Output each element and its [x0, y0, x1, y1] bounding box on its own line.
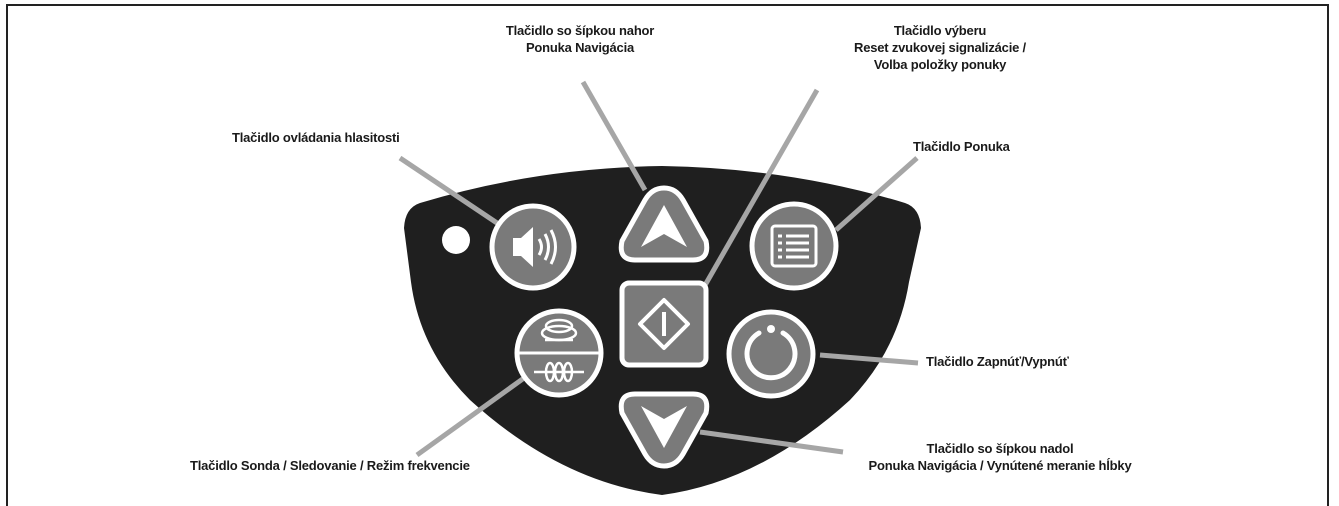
arrow-up-icon [641, 205, 687, 247]
label-menu-button: Tlačidlo Ponuka [913, 138, 1010, 155]
leader-line-menu [834, 156, 919, 232]
power-button[interactable] [726, 309, 816, 399]
label-line: Tlačidlo Sonda / Sledovanie / Režim frek… [190, 458, 470, 473]
power-icon [744, 325, 798, 381]
label-line: Ponuka Navigácia / Vynútené meranie hĺbk… [868, 458, 1132, 473]
label-power-button: Tlačidlo Zapnúť/Vypnúť [926, 353, 1069, 370]
label-volume-button: Tlačidlo ovládania hlasitosti [232, 129, 400, 146]
label-select-button: Tlačidlo výberu Reset zvukovej signalizá… [800, 22, 1080, 73]
sonde-line-mode-icon [534, 318, 584, 383]
label-line: Ponuka Navigácia [525, 40, 635, 55]
leader-line-down [699, 429, 844, 455]
leader-line-up [580, 80, 648, 192]
leader-line-power [819, 352, 919, 366]
volume-button[interactable] [489, 203, 577, 291]
arrow-down-button[interactable] [618, 391, 710, 469]
label-line: Tlačidlo ovládania hlasitosti [232, 130, 400, 145]
menu-button[interactable] [749, 201, 839, 291]
figure-frame [6, 4, 1329, 506]
arrow-up-button[interactable] [618, 185, 710, 263]
label-line: Tlačidlo so šípkou nahor [505, 23, 655, 38]
leader-line-volume [398, 155, 502, 228]
label-line: Tlačidlo Zapnúť/Vypnúť [926, 354, 1069, 369]
label-line: Reset zvukovej signalizácie / [854, 40, 1026, 55]
list-menu-icon [770, 224, 818, 268]
mode-button[interactable] [514, 308, 604, 398]
label-arrow-up-button: Tlačidlo so šípkou nahor Ponuka Navigáci… [470, 22, 690, 56]
label-line: Tlačidlo so šípkou nadol [926, 441, 1074, 456]
arrow-down-icon [641, 406, 687, 448]
label-arrow-down-button: Tlačidlo so šípkou nadol Ponuka Navigáci… [830, 440, 1170, 474]
select-button[interactable] [619, 280, 709, 368]
leader-line-select [701, 88, 820, 289]
speaker-icon [513, 227, 557, 267]
label-line: Tlačidlo Ponuka [913, 139, 1010, 154]
diamond-select-icon [638, 298, 690, 350]
label-mode-button: Tlačidlo Sonda / Sledovanie / Režim frek… [190, 457, 470, 474]
leader-line-mode [415, 375, 526, 458]
label-line: Volba položky ponuky [873, 57, 1007, 72]
label-line: Tlačidlo výberu [893, 23, 987, 38]
status-led-indicator [442, 226, 470, 254]
